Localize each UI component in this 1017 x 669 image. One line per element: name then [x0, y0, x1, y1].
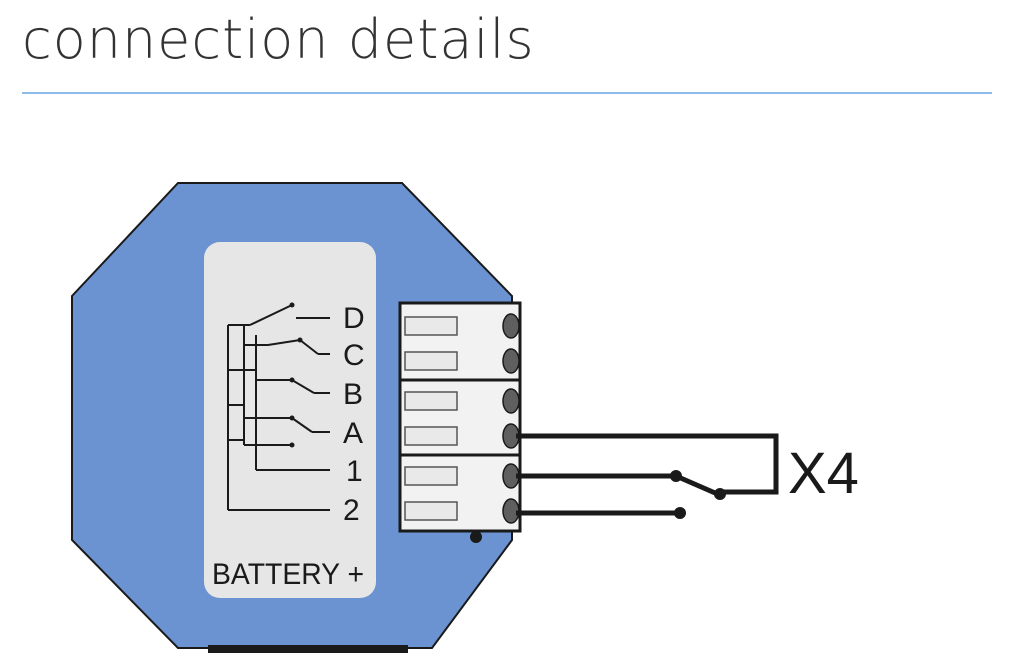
terminal-label-b: B — [343, 378, 363, 411]
title-divider — [22, 92, 992, 94]
terminal-connector-block — [398, 301, 522, 543]
battery-label: BATTERY + — [212, 558, 364, 591]
terminal-label-d: D — [343, 302, 365, 335]
module-bottom-edge — [208, 645, 408, 653]
internal-wiring-schematic — [227, 304, 330, 511]
terminal-label-a: A — [343, 417, 363, 450]
terminal-label-2: 2 — [343, 494, 360, 527]
external-device-label: X4 — [788, 441, 859, 506]
external-switch-contacts — [670, 470, 726, 519]
external-wiring — [516, 433, 779, 516]
schematic-junction-dots — [289, 302, 303, 448]
page-title: connection details — [22, 8, 535, 71]
terminal-label-1: 1 — [346, 455, 363, 488]
terminal-label-c: C — [343, 339, 365, 372]
